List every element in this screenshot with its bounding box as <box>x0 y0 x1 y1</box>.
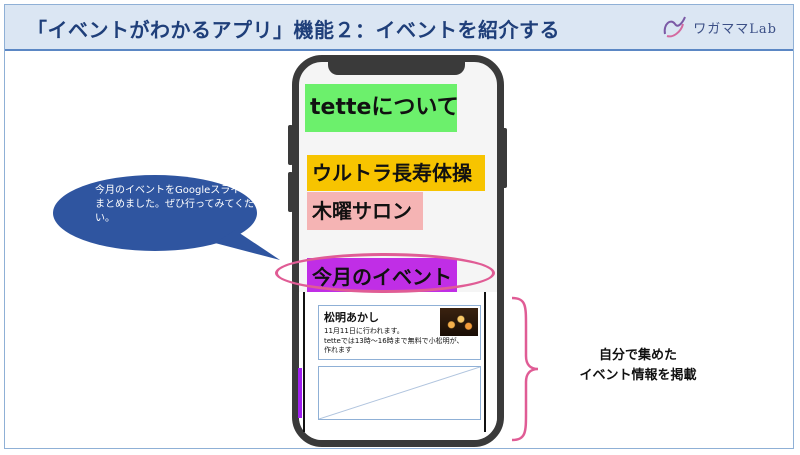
highlight-ellipse <box>275 253 495 293</box>
speech-bubble-text: 今月のイベントをGoogleスライドにまとめました。ぜひ行ってみてください。 <box>95 185 265 224</box>
speech-bubble-shape <box>53 175 280 260</box>
event-description: tetteでは13時～16時まで無料で小松明が、 <box>324 337 464 345</box>
event-title: 松明あかし <box>324 311 379 324</box>
event-card[interactable]: 松明あかし 11月11日に行われます。 tetteでは13時～16時まで無料で小… <box>318 305 481 360</box>
slide-frame <box>4 4 794 449</box>
logo: ワガママLab <box>661 13 777 41</box>
tag-thursday-salon[interactable]: 木曜サロン <box>307 192 423 230</box>
phone-notch <box>328 55 465 75</box>
event-date: 11月11日に行われます。 <box>324 327 404 335</box>
panel-border-right <box>484 292 486 432</box>
note-line-1: 自分で集めた <box>598 348 677 363</box>
slide-embed-placeholder[interactable] <box>318 366 481 420</box>
slide-header: 「イベントがわかるアプリ」機能２：イベントを紹介する ワガママLab <box>5 5 793 51</box>
placeholder-diagonal <box>319 367 480 419</box>
right-brace-icon <box>511 296 539 442</box>
note-text: 自分で集めた イベント情報を掲載 <box>548 346 728 386</box>
event-photo <box>440 308 478 336</box>
panel-border-left <box>303 292 305 432</box>
event-description-cont: 作れます <box>324 346 352 354</box>
scroll-indicator <box>298 368 302 418</box>
phone-side-button-left-2 <box>288 172 293 212</box>
logo-mark-icon <box>663 16 687 38</box>
phone-side-button-left-1 <box>288 125 293 165</box>
logo-text: ワガママLab <box>693 21 777 37</box>
note-line-2: イベント情報を掲載 <box>579 368 697 383</box>
slide-title: 「イベントがわかるアプリ」機能２：イベントを紹介する <box>27 18 560 42</box>
tag-ultra-exercise[interactable]: ウルトラ長寿体操 <box>307 155 485 191</box>
phone-side-button-right <box>502 128 507 188</box>
tag-tette-about[interactable]: tetteについて <box>305 84 459 132</box>
